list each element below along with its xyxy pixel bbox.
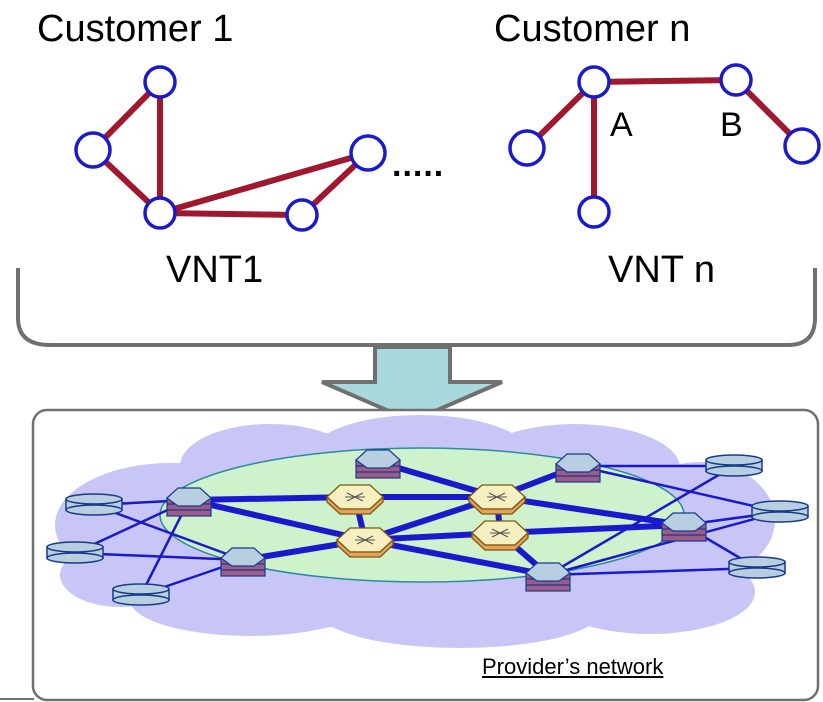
ellipsis: ..... — [392, 146, 445, 184]
vntn-nodes — [508, 63, 821, 229]
mapping-arrow — [321, 345, 503, 424]
vntn-node — [783, 127, 821, 165]
customer-n-title: Customer n — [494, 8, 691, 50]
core-switch-icon — [326, 484, 384, 515]
vnt1-label: VNT1 — [166, 249, 264, 291]
access-router-icon — [65, 493, 123, 516]
provider-network-label: Provider’s network — [482, 654, 664, 679]
node-label-b: B — [720, 106, 743, 144]
vnt1-nodes — [74, 65, 387, 232]
vntn-label: VNT n — [608, 249, 716, 291]
core-switch-icon — [471, 520, 529, 551]
vntn-node — [577, 195, 611, 229]
vntn-node-a — [577, 65, 611, 99]
access-router-icon — [705, 454, 763, 477]
edge-node-icon — [220, 547, 266, 577]
vnt1-node — [349, 134, 387, 172]
vntn-node-b — [719, 63, 753, 97]
access-router-icon — [46, 541, 104, 564]
vnt1-node — [74, 131, 112, 169]
edge-nodes — [166, 449, 707, 592]
edge-node-icon — [355, 449, 401, 479]
core-switch-icon — [468, 484, 526, 515]
edge-node-icon — [555, 453, 601, 483]
vnt1-node — [143, 196, 177, 230]
vnt1-links — [90, 79, 371, 218]
vntn-node — [508, 129, 546, 167]
access-router-icon — [751, 500, 809, 523]
vnt1-node — [285, 198, 319, 232]
core-switches — [326, 484, 529, 558]
node-label-a: A — [610, 106, 633, 144]
access-router-icon — [112, 583, 170, 606]
edge-node-icon — [661, 512, 707, 542]
edge-node-icon — [166, 487, 212, 517]
core-switch-icon — [336, 527, 394, 558]
access-router-icon — [728, 556, 786, 579]
vntn-links — [524, 77, 805, 215]
vnt1-node — [143, 65, 177, 99]
edge-node-icon — [525, 562, 571, 592]
access-routers — [46, 454, 809, 606]
customer-1-title: Customer 1 — [37, 8, 234, 50]
